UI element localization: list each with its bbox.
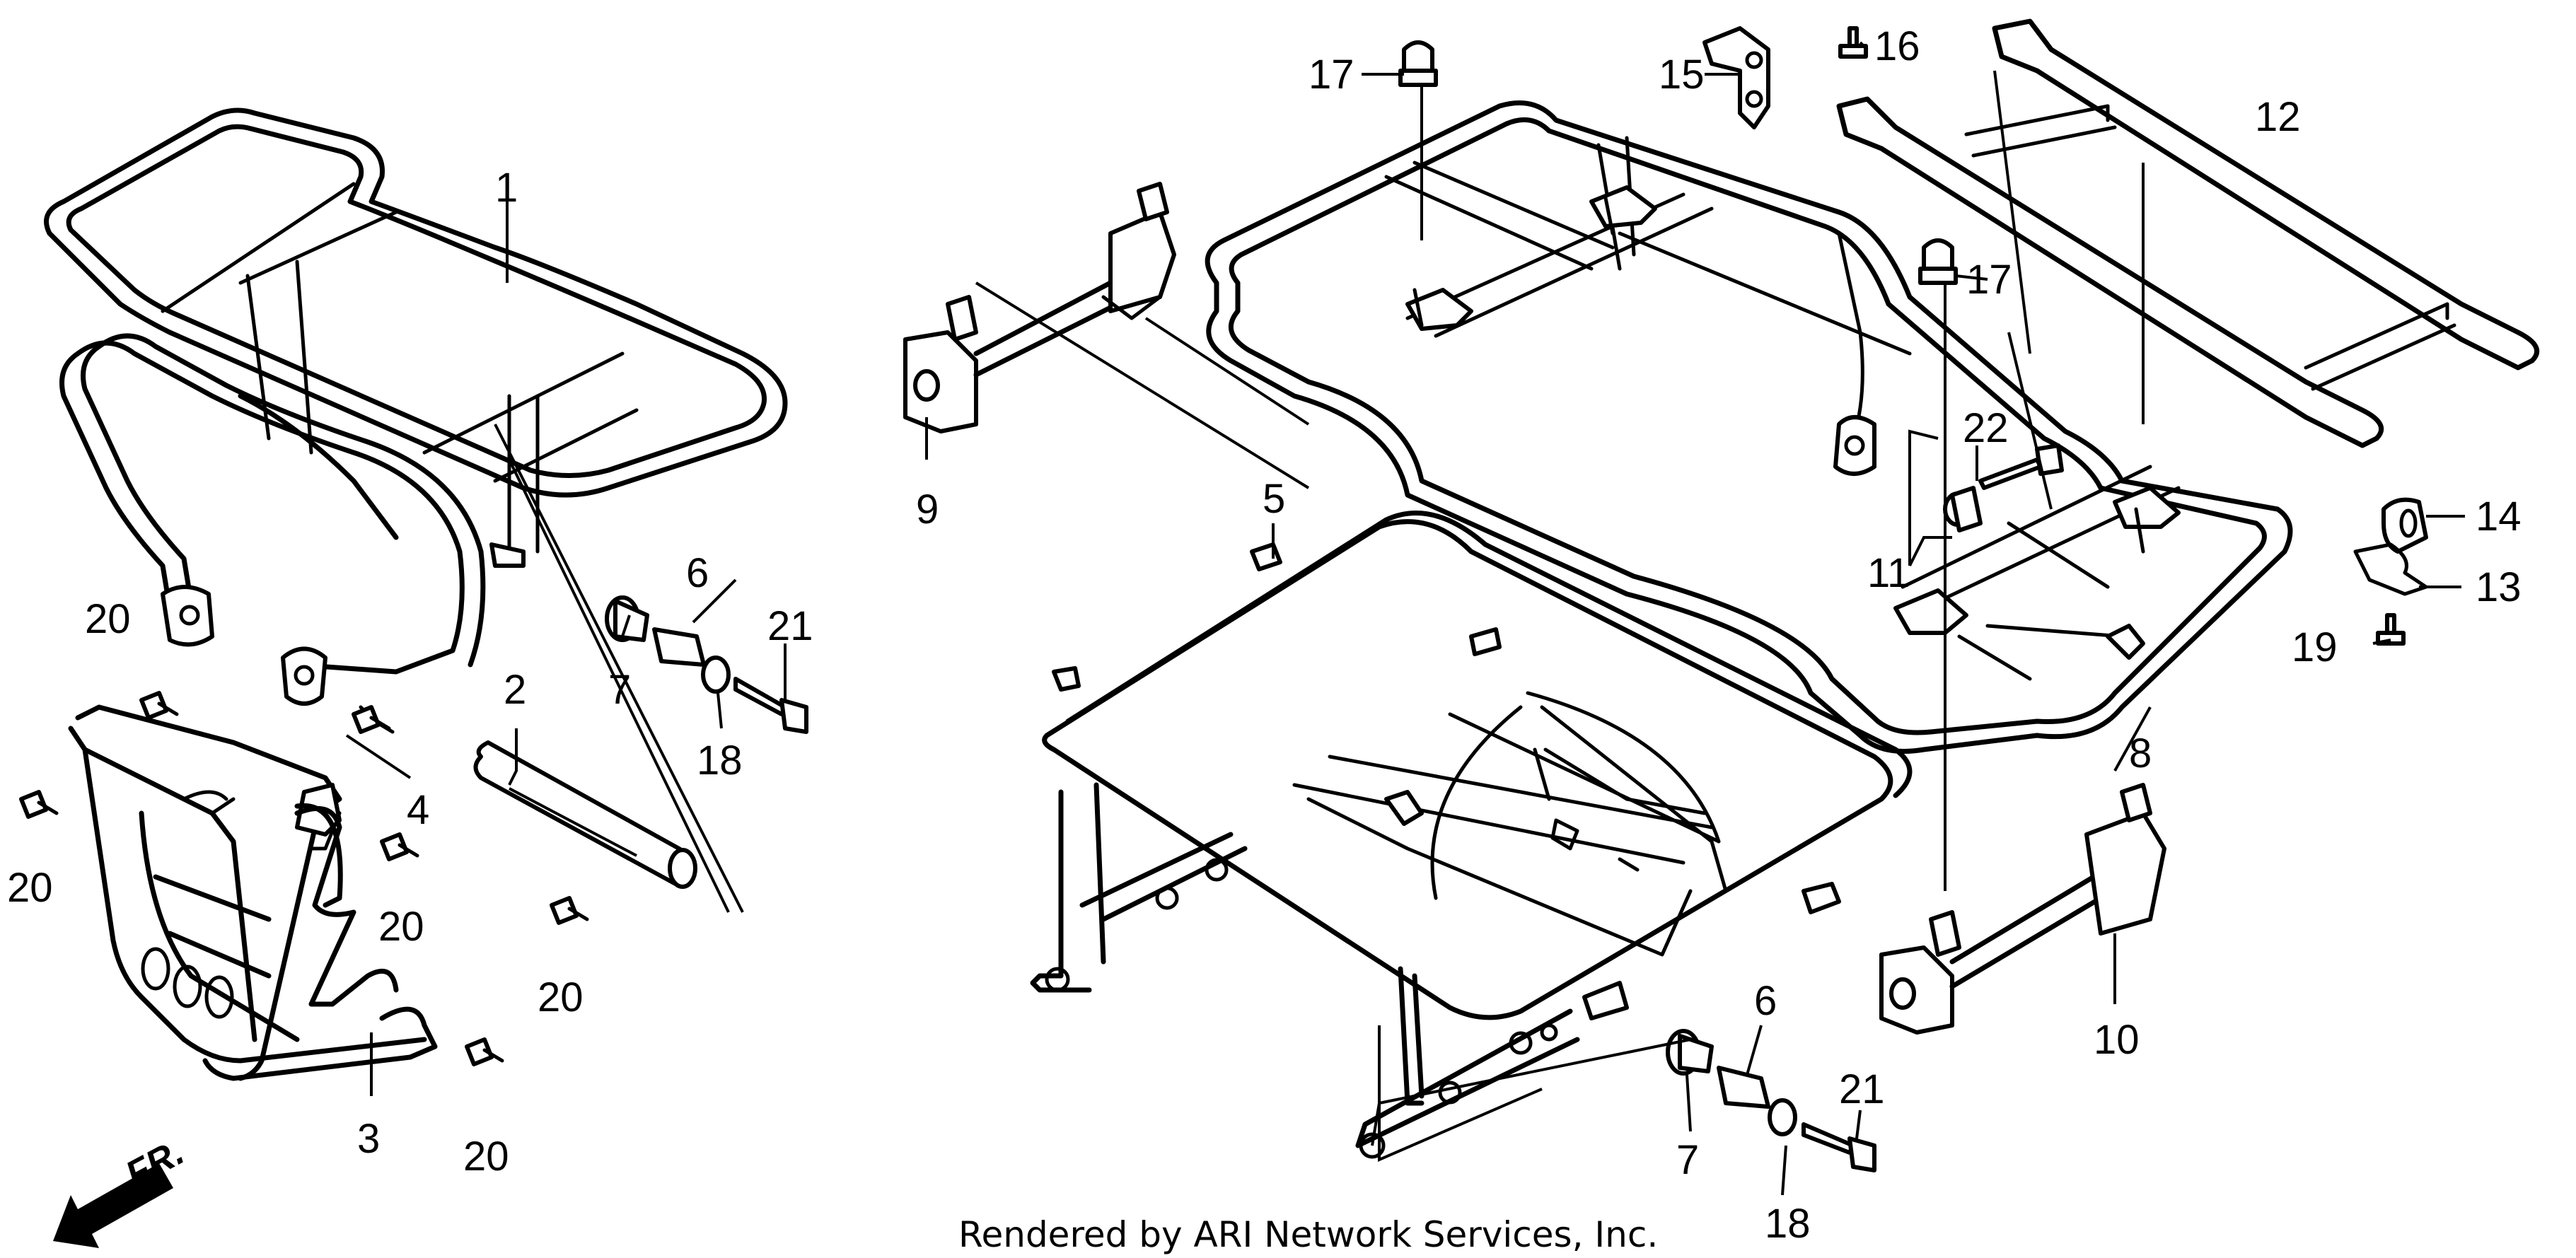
callout-14: 14 <box>2476 494 2522 540</box>
callout-17b: 17 <box>1966 257 2012 303</box>
front-carrier-rack <box>44 107 788 568</box>
spacer-collar <box>1943 486 1983 532</box>
flange-bolt-top <box>1838 26 1868 59</box>
callout-7b: 7 <box>1676 1137 1699 1183</box>
callout-12: 12 <box>2255 94 2301 140</box>
credit-line: Rendered by ARI Network Services, Inc. <box>958 1214 1658 1255</box>
front-direction-arrow: FR. <box>53 1131 191 1248</box>
collar-bolt-set-right <box>1666 1029 1876 1172</box>
rear-bracket-right <box>1879 783 2166 1035</box>
front-pipe <box>473 740 697 889</box>
callout-7a: 7 <box>608 667 631 713</box>
mount-plate <box>1702 26 1770 129</box>
callout-18a: 18 <box>697 738 743 784</box>
rack-rails <box>1836 18 2540 448</box>
callout-3: 3 <box>357 1116 380 1162</box>
callout-5: 5 <box>1263 476 1285 522</box>
callout-20d: 20 <box>538 974 584 1020</box>
callout-21b: 21 <box>1839 1066 1885 1112</box>
callout-17a: 17 <box>1309 52 1354 98</box>
skid-plate <box>68 704 438 1081</box>
bolt-19 <box>2376 613 2406 646</box>
bushing-14 <box>2381 497 2428 554</box>
callout-20a: 20 <box>85 596 131 642</box>
callout-20c: 20 <box>378 904 424 950</box>
callout-18b: 18 <box>1765 1201 1811 1247</box>
callout-9: 9 <box>916 487 939 532</box>
callout-20b: 20 <box>7 865 53 911</box>
callout-15: 15 <box>1659 52 1705 98</box>
clamp-13 <box>2353 542 2428 596</box>
callout-8: 8 <box>2129 730 2152 776</box>
callout-13: 13 <box>2476 564 2522 610</box>
rear-rack <box>1205 100 2293 754</box>
leader-lines <box>345 41 2465 1196</box>
callout-22: 22 <box>1963 405 2009 451</box>
cap-nut-middle <box>1918 238 1958 285</box>
callout-numbers: 1 2 3 4 5 6 6 7 7 8 9 10 11 12 13 14 15 … <box>7 23 2522 1247</box>
bolt-22 <box>1978 443 2064 490</box>
callout-2: 2 <box>504 667 526 713</box>
callout-10: 10 <box>2094 1017 2140 1063</box>
callout-1: 1 <box>495 165 518 211</box>
rear-bracket-left <box>903 182 1176 433</box>
flange-bolts-20 <box>19 691 589 1066</box>
front-guard-bar <box>59 333 486 734</box>
callout-6a: 6 <box>686 550 709 596</box>
callout-6b: 6 <box>1754 978 1777 1024</box>
callout-16: 16 <box>1874 23 1920 69</box>
callout-21a: 21 <box>767 603 813 649</box>
callout-4: 4 <box>407 787 429 833</box>
collar-bolt-set-left <box>605 595 808 734</box>
callout-20e: 20 <box>463 1134 509 1180</box>
callout-19: 19 <box>2292 624 2338 670</box>
rear-carrier-frame <box>1030 511 1913 1159</box>
callout-11: 11 <box>1867 550 1910 596</box>
cap-nut-top <box>1398 40 1438 87</box>
